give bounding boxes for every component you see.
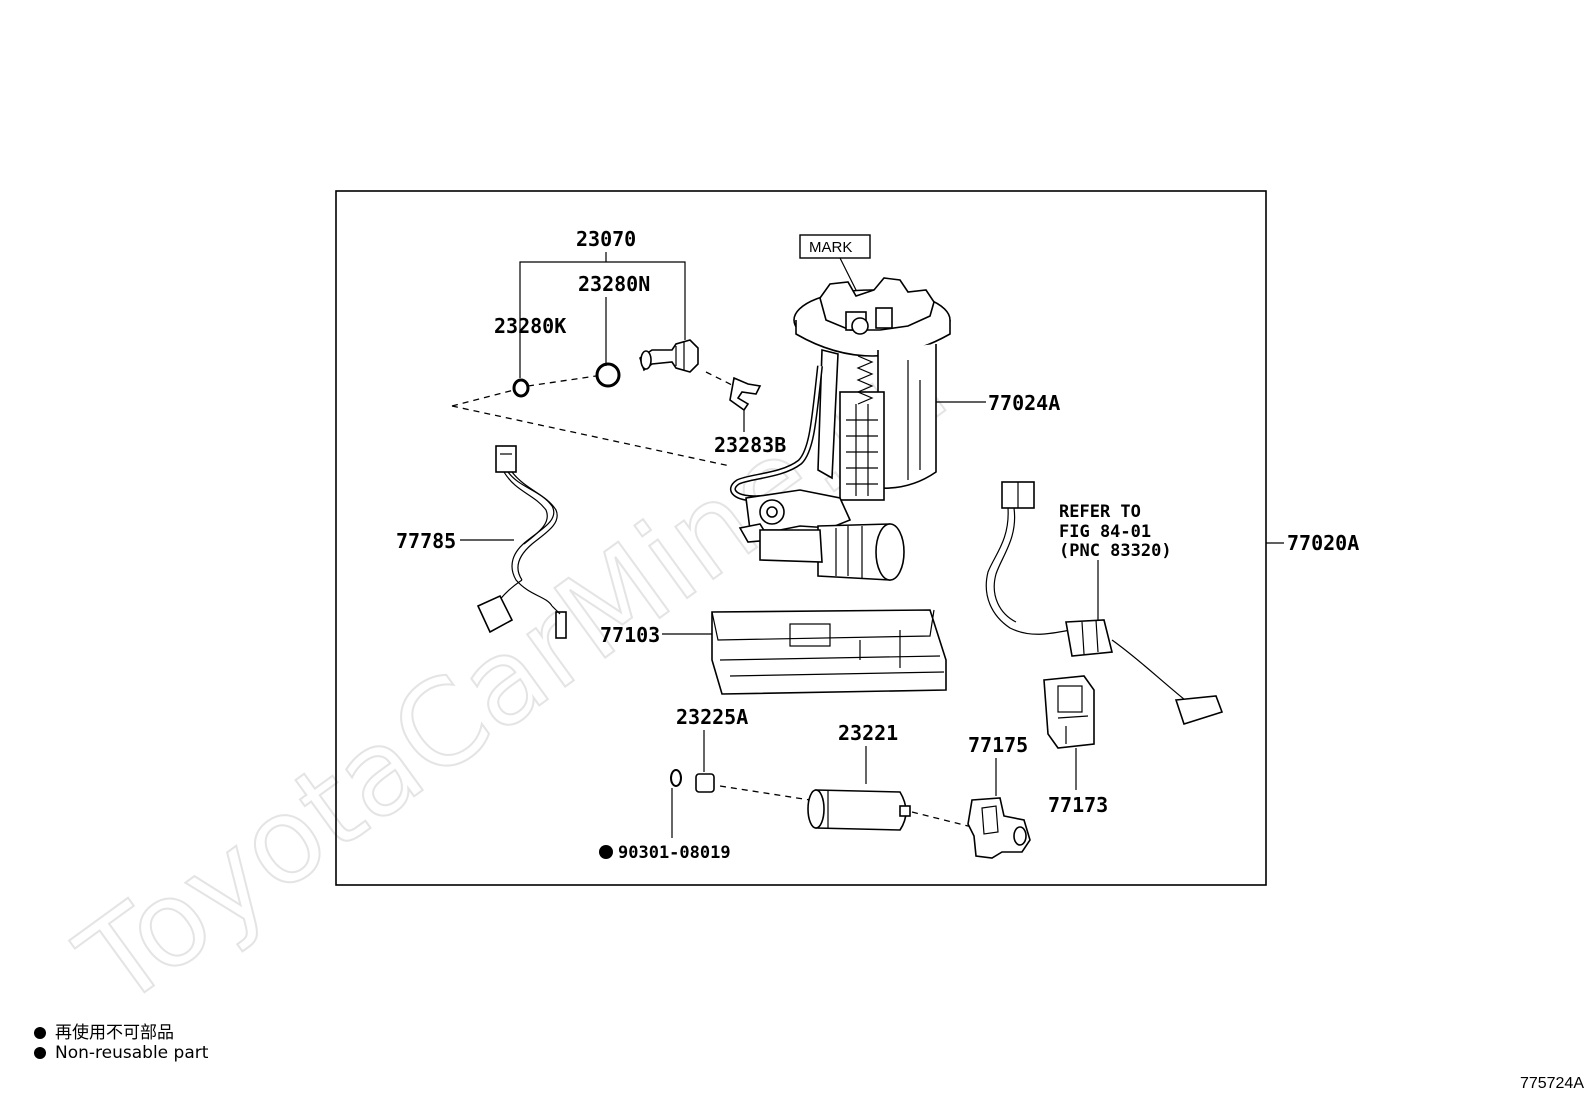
refer-line-2: FIG 84-01 bbox=[1059, 522, 1151, 542]
label-23280K[interactable]: 23280K bbox=[494, 314, 566, 338]
fuel-fitting bbox=[639, 339, 699, 373]
gasket-23225A bbox=[695, 773, 715, 793]
label-23283B[interactable]: 23283B bbox=[714, 433, 786, 457]
clip-23283B bbox=[729, 376, 762, 412]
label-77024A[interactable]: 77024A bbox=[988, 391, 1060, 415]
legend-en: Non-reusable part bbox=[34, 1043, 208, 1063]
refer-line-3[interactable]: (PNC 83320) bbox=[1059, 541, 1172, 561]
bracket-77103 bbox=[711, 609, 947, 695]
mark-label: MARK bbox=[809, 239, 852, 256]
part-77175 bbox=[967, 797, 1031, 859]
legend-en-text: Non-reusable part bbox=[55, 1043, 209, 1063]
mark-box bbox=[799, 234, 871, 259]
diagram-frame bbox=[335, 190, 1267, 886]
legend-jp-text: 再使用不可部品 bbox=[55, 1023, 174, 1043]
non-reusable-dot bbox=[599, 845, 613, 859]
fuel-pump-23221 bbox=[807, 789, 911, 831]
label-90301-08019[interactable]: 90301-08019 bbox=[618, 843, 731, 863]
fuel-pump-module: MARK bbox=[730, 234, 951, 581]
o-ring-23280N bbox=[595, 362, 621, 388]
label-77175[interactable]: 77175 bbox=[968, 733, 1028, 757]
label-23070[interactable]: 23070 bbox=[576, 227, 636, 251]
filter-mesh bbox=[846, 404, 878, 496]
label-23221[interactable]: 23221 bbox=[838, 721, 898, 745]
label-77173[interactable]: 77173 bbox=[1048, 793, 1108, 817]
fuel-sender-gauge bbox=[985, 481, 1224, 725]
label-77020A[interactable]: 77020A bbox=[1287, 531, 1359, 555]
legend-jp: 再使用不可部品 bbox=[34, 1018, 174, 1043]
label-23225A[interactable]: 23225A bbox=[676, 705, 748, 729]
label-23280N[interactable]: 23280N bbox=[578, 272, 650, 296]
refer-line-1: REFER TO bbox=[1059, 502, 1141, 522]
figure-id: 775724A bbox=[1519, 1075, 1584, 1092]
wire-harness-77785 bbox=[476, 445, 567, 639]
label-77103[interactable]: 77103 bbox=[600, 623, 660, 647]
legend-dot-icon bbox=[34, 1027, 46, 1039]
part-77173 bbox=[1043, 675, 1095, 749]
legend-dot-icon bbox=[34, 1047, 46, 1059]
o-ring-23280K bbox=[512, 378, 530, 398]
o-ring-90301-08019 bbox=[670, 769, 682, 787]
label-77785[interactable]: 77785 bbox=[396, 529, 456, 553]
